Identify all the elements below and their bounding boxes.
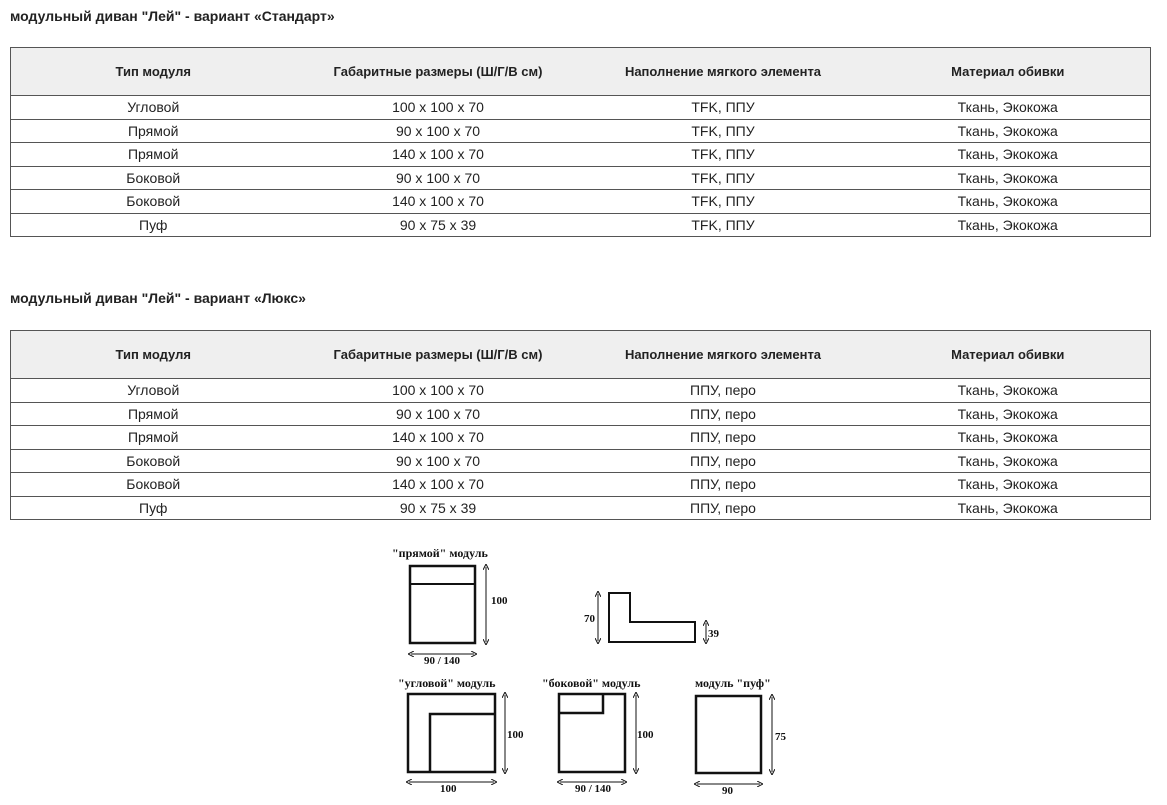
table-cell: Боковой (10, 472, 296, 497)
table-cell: 90 x 100 x 70 (295, 402, 581, 426)
table-cell: 90 x 100 x 70 (295, 166, 581, 190)
table-cell: ППУ, перо (580, 425, 866, 450)
column-header: Материал обивки (865, 330, 1151, 379)
table-cell: Пуф (10, 213, 296, 237)
corner-label: "угловой" модуль (398, 676, 496, 690)
table-cell: 90 x 75 x 39 (295, 213, 581, 237)
table-cell: ППУ, перо (580, 402, 866, 426)
table-cell: Угловой (10, 378, 296, 403)
table-cell: Ткань, Экокожа (865, 496, 1151, 520)
column-header: Габаритные размеры (Ш/Г/В см) (295, 330, 581, 379)
corner-module-drawing (408, 694, 505, 782)
table-cell: 140 x 100 x 70 (295, 472, 581, 497)
table-title-standard: модульный диван "Лей" - вариант «Стандар… (10, 8, 335, 24)
column-header: Тип модуля (10, 330, 296, 379)
table-cell: ППУ, перо (580, 472, 866, 497)
table-cell: Пуф (10, 496, 296, 520)
corner-depth: 100 (507, 729, 524, 741)
table-cell: Ткань, Экокожа (865, 472, 1151, 497)
table-cell: 140 x 100 x 70 (295, 189, 581, 214)
table-cell: 90 x 100 x 70 (295, 119, 581, 143)
table-cell: TFK, ППУ (580, 166, 866, 190)
table-cell: Угловой (10, 95, 296, 120)
table-cell: 100 x 100 x 70 (295, 95, 581, 120)
table-cell: 90 x 100 x 70 (295, 449, 581, 473)
table-cell: Прямой (10, 142, 296, 167)
profile-seat: 39 (708, 628, 720, 640)
table-cell: TFK, ППУ (580, 189, 866, 214)
pouf-depth: 75 (775, 731, 787, 743)
side-width: 90 / 140 (575, 783, 612, 795)
table-cell: Ткань, Экокожа (865, 189, 1151, 214)
table-cell: Ткань, Экокожа (865, 449, 1151, 473)
side-label: "боковой" модуль (542, 676, 641, 690)
table-cell: Ткань, Экокожа (865, 166, 1151, 190)
straight-module-drawing (410, 566, 486, 654)
table-cell: Боковой (10, 166, 296, 190)
table-cell: ППУ, перо (580, 378, 866, 403)
column-header: Тип модуля (10, 47, 296, 96)
table-cell: Ткань, Экокожа (865, 402, 1151, 426)
side-module-drawing (559, 694, 636, 782)
table-cell: Ткань, Экокожа (865, 142, 1151, 167)
column-header: Материал обивки (865, 47, 1151, 96)
table-cell: Боковой (10, 449, 296, 473)
table-cell: TFK, ППУ (580, 213, 866, 237)
corner-width: 100 (440, 783, 457, 795)
straight-width: 90 / 140 (424, 655, 461, 667)
table-cell: 140 x 100 x 70 (295, 142, 581, 167)
straight-label: "прямой" модуль (392, 546, 489, 560)
pouf-width: 90 (722, 785, 734, 797)
profile-height: 70 (584, 613, 596, 625)
table-cell: TFK, ППУ (580, 142, 866, 167)
column-header: Наполнение мягкого элемента (580, 47, 866, 96)
table-cell: Ткань, Экокожа (865, 119, 1151, 143)
table-cell: Боковой (10, 189, 296, 214)
pouf-module-drawing (696, 696, 772, 784)
pouf-label: модуль "пуф" (695, 676, 771, 690)
table-cell: 90 x 75 x 39 (295, 496, 581, 520)
table-cell: TFK, ППУ (580, 119, 866, 143)
table-cell: TFK, ППУ (580, 95, 866, 120)
table-title-lux: модульный диван "Лей" - вариант «Люкс» (10, 290, 306, 306)
table-cell: ППУ, перо (580, 449, 866, 473)
table-cell: Ткань, Экокожа (865, 213, 1151, 237)
table-cell: 100 x 100 x 70 (295, 378, 581, 403)
table-cell: Прямой (10, 425, 296, 450)
table-cell: Ткань, Экокожа (865, 378, 1151, 403)
side-depth: 100 (637, 729, 654, 741)
straight-depth: 100 (491, 595, 508, 607)
table-cell: Ткань, Экокожа (865, 95, 1151, 120)
column-header: Наполнение мягкого элемента (580, 330, 866, 379)
profile-drawing (598, 593, 706, 642)
column-header: Габаритные размеры (Ш/Г/В см) (295, 47, 581, 96)
table-cell: ППУ, перо (580, 496, 866, 520)
table-cell: Ткань, Экокожа (865, 425, 1151, 450)
table-cell: Прямой (10, 402, 296, 426)
table-cell: Прямой (10, 119, 296, 143)
table-cell: 140 x 100 x 70 (295, 425, 581, 450)
